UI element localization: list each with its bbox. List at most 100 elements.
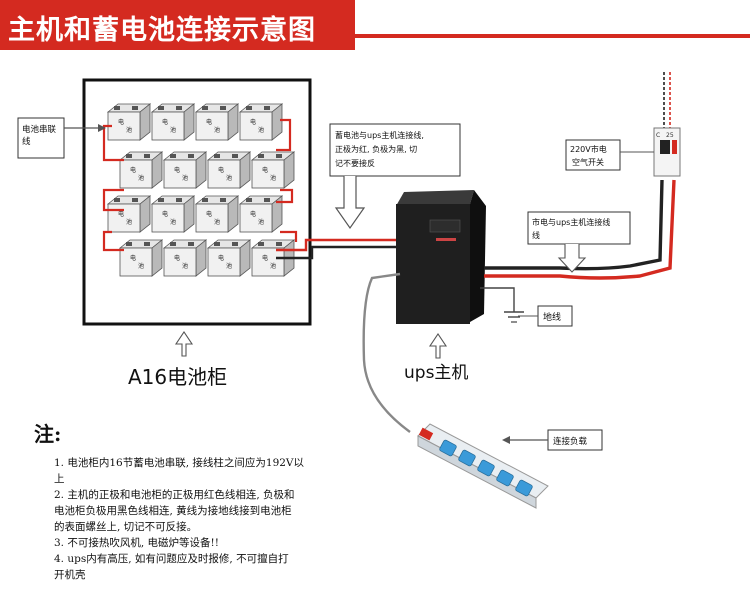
breaker-mark-c: C — [656, 132, 660, 139]
mains-ups-label-line2: 线 — [532, 230, 540, 240]
battery-icon: 电池 — [151, 103, 195, 141]
title-banner — [0, 0, 355, 50]
battery-terminal-mark: 电 — [262, 166, 268, 174]
battery-terminal-mark: 池 — [182, 262, 188, 270]
battery-ups-label-line1: 蓄电池与ups主机连接线, — [335, 130, 424, 140]
page-title: 主机和蓄电池连接示意图 — [8, 15, 316, 46]
battery-icon: 电池 — [195, 195, 239, 233]
battery-icon: 电池 — [107, 103, 151, 141]
battery-icon: 电池 — [251, 151, 295, 189]
battery-icon: 电池 — [163, 239, 207, 277]
breaker-label-line1: 220V市电 — [570, 144, 607, 154]
battery-terminal-mark: 电 — [162, 210, 168, 218]
battery-terminal-mark: 电 — [174, 166, 180, 174]
breaker-mark-rating: 25 — [666, 132, 674, 139]
battery-terminal-mark: 电 — [174, 254, 180, 262]
battery-terminal-mark: 池 — [270, 262, 276, 270]
breaker-label-line2: 空气开关 — [572, 157, 604, 167]
left-arrow-icon — [502, 436, 548, 444]
ups-host-unit — [396, 190, 486, 324]
note-line: 电池柜负极用黑色线相连, 黄线为接地线接到电池柜 — [54, 505, 292, 517]
positive-cable — [276, 238, 400, 252]
battery-icon: 电池 — [207, 151, 251, 189]
mains-cables — [484, 72, 676, 280]
note-line: 的表面螺丝上, 切记不可反接。 — [54, 521, 198, 533]
notes-heading: 注: — [34, 422, 62, 446]
battery-icon: 电池 — [119, 239, 163, 277]
cabinet-label: A16电池柜 — [128, 365, 227, 389]
battery-icon: 电池 — [239, 103, 283, 141]
battery-terminal-mark: 池 — [126, 218, 132, 226]
battery-terminal-mark: 电 — [206, 118, 212, 126]
outlet-socket-icon — [496, 469, 514, 487]
battery-terminal-mark: 电 — [206, 210, 212, 218]
battery-terminal-mark: 池 — [170, 126, 176, 134]
note-line: 上 — [54, 473, 65, 485]
battery-terminal-mark: 池 — [214, 218, 220, 226]
battery-terminal-mark: 电 — [130, 254, 136, 262]
up-arrow-icon — [174, 331, 194, 357]
title-bar: 主机和蓄电池连接示意图 — [0, 0, 750, 50]
ground-wire — [480, 287, 524, 323]
outlet-socket-icon — [477, 459, 495, 477]
note-line: 1. 电池柜内16节蓄电池串联, 接线柱之间应为192V以 — [54, 457, 305, 469]
battery-terminal-mark: 电 — [118, 118, 124, 126]
battery-terminal-mark: 电 — [218, 254, 224, 262]
battery-icon: 电池 — [107, 195, 151, 233]
series-label-line1: 电池串联 — [22, 124, 57, 135]
note-line: 2. 主机的正极和电池柜的正极用红色线相连, 负极和 — [54, 489, 295, 501]
battery-terminal-mark: 池 — [126, 126, 132, 134]
battery-icon: 电池 — [151, 195, 195, 233]
battery-terminal-mark: 池 — [258, 218, 264, 226]
note-item: 2. 主机的正极和电池柜的正极用红色线相连, 负极和 电池柜负极用黑色线相连, … — [54, 487, 394, 535]
note-item: 4. ups内有高压, 如有问题应及时报修, 不可擅自打 开机壳 — [54, 551, 394, 583]
battery-terminal-mark: 电 — [250, 210, 256, 218]
note-line: 3. 不可接热吹风机, 电磁炉等设备!! — [54, 537, 219, 549]
battery-icon: 电池 — [207, 239, 251, 277]
battery-ups-label-box — [329, 123, 461, 177]
negative-cable — [276, 245, 400, 260]
note-line: 开机壳 — [54, 569, 86, 581]
battery-terminal-mark: 电 — [118, 210, 124, 218]
load-label: 连接负载 — [553, 436, 588, 447]
outlet-socket-icon — [515, 479, 533, 497]
note-line: 4. ups内有高压, 如有问题应及时报修, 不可擅自打 — [54, 553, 289, 565]
battery-terminal-mark: 池 — [258, 126, 264, 134]
battery-terminal-mark: 池 — [226, 262, 232, 270]
up-arrow-icon — [428, 333, 448, 359]
outlet-socket-icon — [458, 449, 476, 467]
note-item: 3. 不可接热吹风机, 电磁炉等设备!! — [54, 535, 394, 551]
battery-ups-label-line3: 记不要接反 — [335, 158, 375, 168]
battery-ups-label-line2: 正极为红, 负极为黑, 切 — [335, 144, 417, 154]
battery-icon: 电池 — [251, 239, 295, 277]
battery-terminal-mark: 池 — [138, 174, 144, 182]
battery-terminal-mark: 池 — [226, 174, 232, 182]
battery-ups-cables — [276, 238, 400, 260]
ground-label: 地线 — [543, 311, 561, 323]
title-underline — [355, 34, 750, 38]
battery-terminal-mark: 电 — [262, 254, 268, 262]
battery-icon: 电池 — [239, 195, 283, 233]
breaker-label-box — [565, 139, 621, 171]
power-cord — [362, 272, 411, 433]
series-label-line2: 线 — [22, 136, 31, 147]
down-arrow-icon — [557, 244, 587, 273]
battery-terminal-mark: 池 — [138, 262, 144, 270]
mains-ups-label-line1: 市电与ups主机连接线 — [532, 217, 610, 227]
battery-icon: 电池 — [119, 151, 163, 189]
ups-display-panel — [429, 219, 461, 233]
battery-icon: 电池 — [195, 103, 239, 141]
notes-section: 注: 1. 电池柜内16节蓄电池串联, 接线柱之间应为192V以 上 2. 主机… — [34, 418, 394, 583]
battery-terminal-mark: 电 — [250, 118, 256, 126]
mains-ups-label-box — [527, 211, 631, 245]
battery-terminal-mark: 池 — [214, 126, 220, 134]
down-arrow-icon — [334, 176, 366, 230]
battery-terminal-mark: 电 — [218, 166, 224, 174]
battery-icon: 电池 — [163, 151, 207, 189]
battery-terminal-mark: 池 — [170, 218, 176, 226]
battery-terminal-mark: 池 — [182, 174, 188, 182]
battery-terminal-mark: 电 — [162, 118, 168, 126]
outlet-socket-icon — [439, 439, 457, 457]
